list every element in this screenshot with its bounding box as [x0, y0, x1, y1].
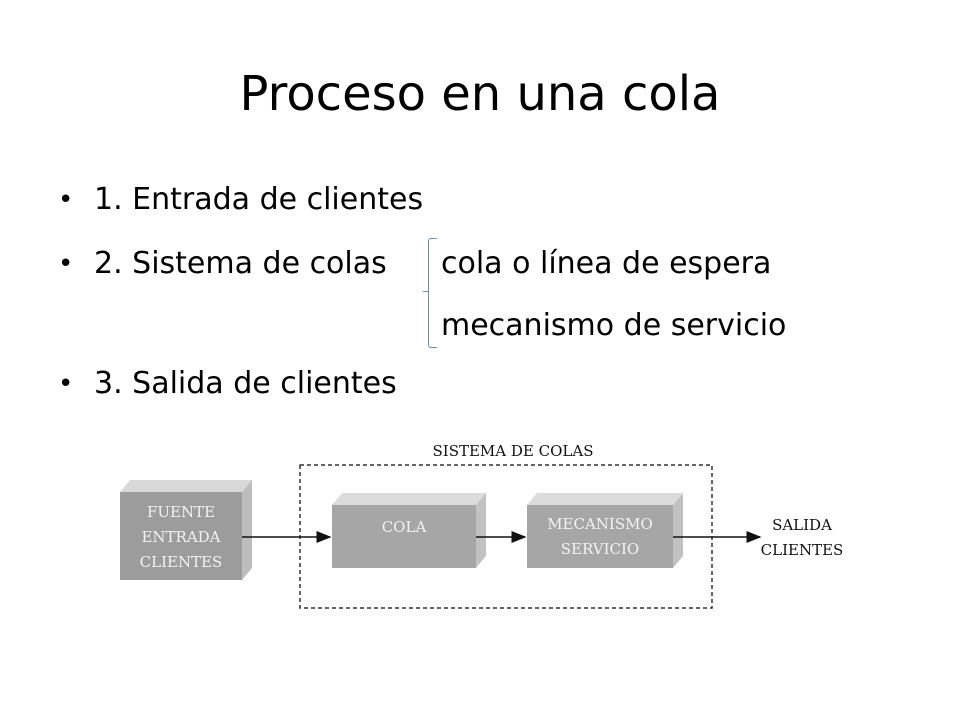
system-label: SISTEMA DE COLAS	[433, 442, 594, 460]
slide-title: Proceso en una cola	[239, 66, 721, 122]
service-box: MECANISMO SERVICIO	[527, 493, 683, 568]
system-label-bg	[418, 438, 608, 464]
sub-item-queue: cola o línea de espera	[441, 246, 772, 281]
bullet-dot: •	[58, 249, 74, 279]
bullet-text: 3. Salida de clientes	[94, 366, 397, 401]
source-line-3: CLIENTES	[140, 553, 223, 571]
brace-bracket	[423, 238, 437, 348]
bullet-text: 1. Entrada de clientes	[94, 182, 424, 217]
bullet-text: 2. Sistema de colas	[94, 246, 387, 281]
source-line-2: ENTRADA	[141, 528, 220, 546]
exit-line-2: CLIENTES	[761, 541, 844, 559]
bullet-dot: •	[58, 369, 74, 399]
source-box: FUENTE ENTRADA CLIENTES	[120, 480, 252, 580]
service-line-1: MECANISMO	[547, 515, 653, 533]
bullet-dot: •	[58, 185, 74, 215]
queue-box: COLA	[332, 493, 486, 568]
sub-item-service: mecanismo de servicio	[441, 308, 787, 343]
source-line-1: FUENTE	[147, 503, 215, 521]
queue-label: COLA	[382, 518, 427, 536]
service-line-2: SERVICIO	[561, 540, 639, 558]
exit-line-1: SALIDA	[772, 516, 832, 534]
